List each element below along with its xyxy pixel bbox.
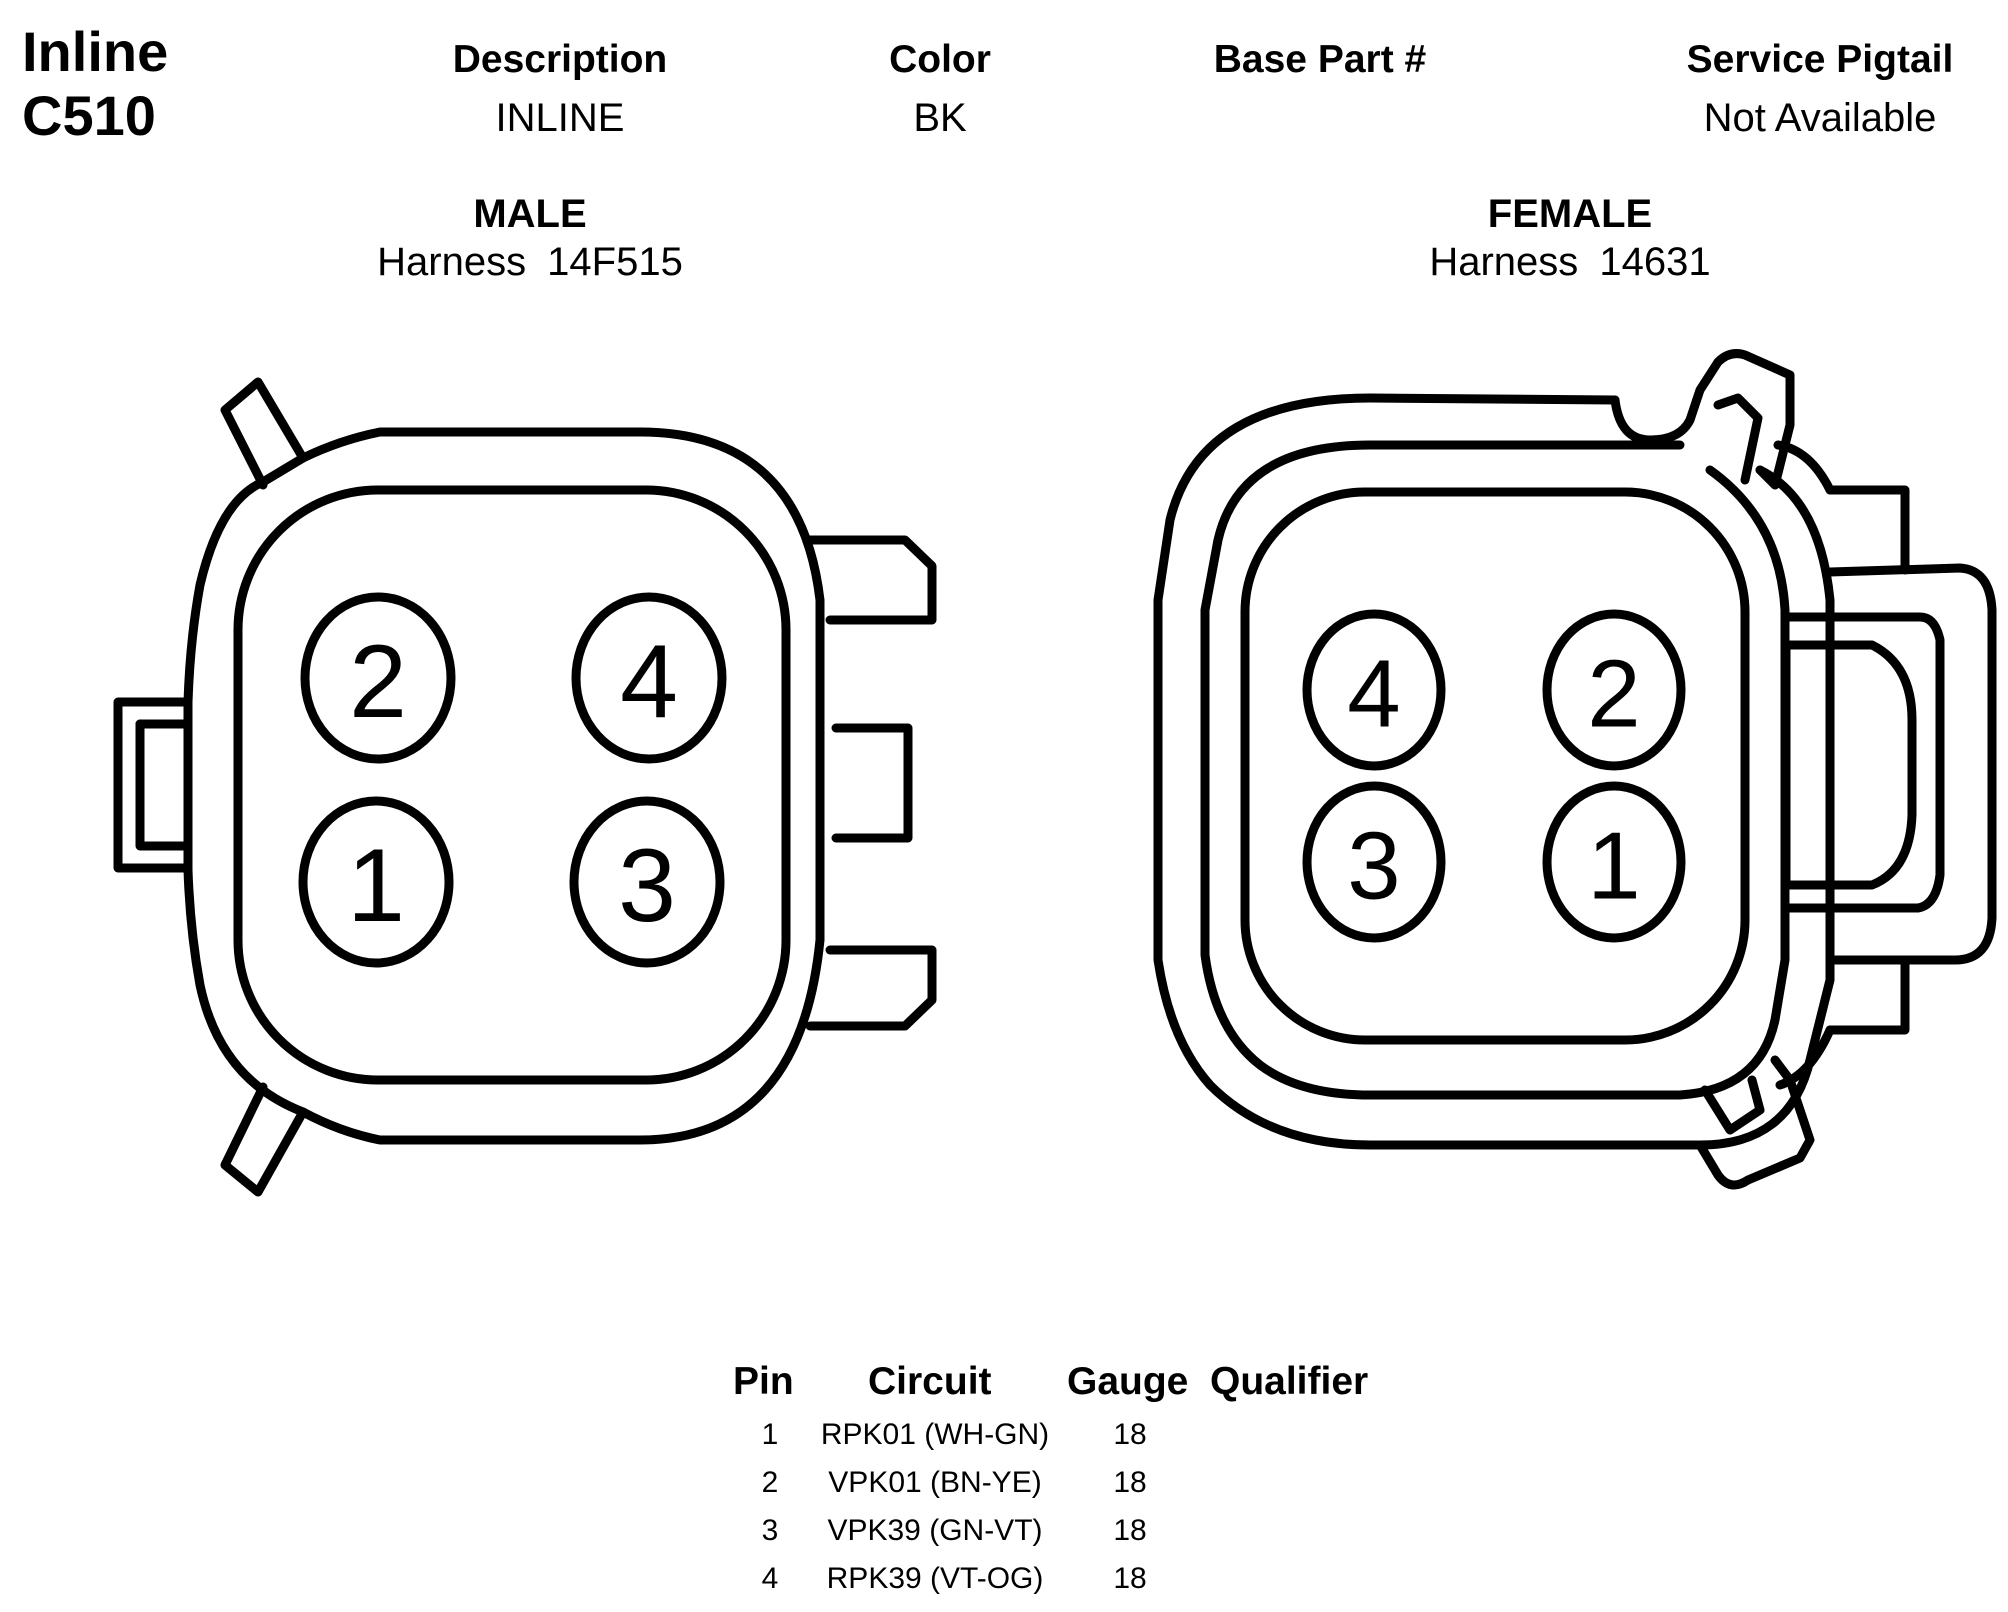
connector-id: C510 — [22, 84, 156, 147]
male-connector — [113, 377, 937, 1197]
pin-number: 4 — [761, 1562, 779, 1595]
female-pin-4 — [1302, 609, 1446, 771]
male-pin-2 — [300, 592, 456, 764]
circuit-name: VPK01 (BN-YE) — [828, 1466, 1042, 1499]
male-right-rib-mid — [831, 723, 913, 843]
male-label: MALE — [473, 192, 587, 236]
female-bottom-latch — [1695, 1055, 1815, 1190]
female-pin-3-label: 3 — [1347, 813, 1400, 920]
female-right-rib-bot — [1775, 955, 1910, 1090]
female-pin-1-label: 1 — [1587, 813, 1640, 920]
female-pin-2-label: 2 — [1587, 641, 1640, 748]
pin-number: 1 — [761, 1418, 779, 1451]
female-pin-4-label: 4 — [1347, 641, 1400, 748]
service-pigtail-value: Not Available — [1703, 96, 1937, 140]
service-pigtail-label: Service Pigtail — [1686, 38, 1954, 81]
male-pin-4 — [571, 592, 727, 764]
male-pin-1 — [298, 796, 454, 968]
male-housing-inner — [233, 485, 791, 1085]
male-pin-2-label: 2 — [349, 624, 407, 740]
female-top-notch — [1610, 395, 1695, 445]
male-housing-outer — [183, 427, 825, 1145]
description-label: Description — [452, 38, 668, 81]
female-housing-inner — [1240, 487, 1750, 1045]
gauge-value: 18 — [1113, 1418, 1147, 1451]
female-right-loop-inner — [1781, 612, 1945, 913]
male-harness: Harness 14F515 — [377, 240, 683, 284]
female-top-latch — [1685, 349, 1795, 490]
female-housing-outer — [1153, 393, 1835, 1150]
male-pin-3 — [569, 796, 725, 968]
connector-type-label: Inline — [22, 20, 169, 83]
female-connector — [1153, 349, 1997, 1190]
pin-table-header-qualifier: Qualifier — [1210, 1360, 1369, 1403]
female-pin-2 — [1542, 609, 1686, 771]
base-part-label: Base Part # — [1213, 38, 1427, 81]
male-right-rib-top — [805, 535, 937, 625]
circuit-name: VPK39 (GN-VT) — [827, 1514, 1043, 1547]
description-value: INLINE — [495, 96, 625, 140]
male-top-tab — [220, 377, 308, 490]
male-bottom-tab — [220, 1082, 308, 1197]
female-pin-3 — [1302, 781, 1446, 943]
gauge-value: 18 — [1113, 1562, 1147, 1595]
female-label: FEMALE — [1487, 192, 1653, 236]
pin-number: 3 — [761, 1514, 779, 1547]
gauge-value: 18 — [1113, 1514, 1147, 1547]
circuit-name: RPK39 (VT-OG) — [826, 1562, 1044, 1595]
male-pin-1-label: 1 — [347, 828, 405, 944]
female-harness: Harness 14631 — [1429, 240, 1711, 284]
female-right-loop — [1825, 563, 1997, 965]
color-label: Color — [889, 38, 991, 81]
pin-table-header-circuit: Circuit — [868, 1360, 992, 1403]
color-value: BK — [913, 96, 967, 140]
male-pin-3-label: 3 — [618, 828, 676, 944]
female-right-rib-top — [1773, 440, 1910, 575]
pin-table-header-pin: Pin — [733, 1360, 794, 1403]
male-left-clip — [113, 697, 193, 873]
circuit-name: RPK01 (WH-GN) — [820, 1418, 1050, 1451]
female-pin-1 — [1542, 781, 1686, 943]
male-right-rib-bot — [805, 945, 937, 1031]
gauge-value: 18 — [1113, 1466, 1147, 1499]
pin-number: 2 — [761, 1466, 779, 1499]
pin-table-header-gauge: Gauge — [1067, 1360, 1189, 1403]
male-pin-4-label: 4 — [620, 624, 678, 740]
female-housing-mid — [1200, 440, 1790, 1100]
